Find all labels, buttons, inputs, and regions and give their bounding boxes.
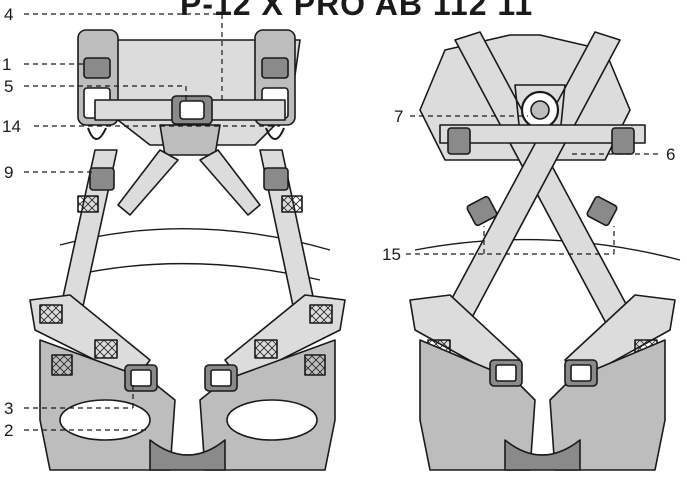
- front-right-stitch-3: [254, 339, 278, 359]
- front-left-adjuster: [89, 167, 115, 191]
- callout-5: 5: [4, 77, 14, 96]
- back-seat: [504, 439, 581, 471]
- front-body-curve-2: [74, 262, 321, 281]
- front-inner-left-strap: [117, 149, 179, 216]
- front-left-hook: [87, 127, 107, 140]
- front-left-leg-buckle-inner: [130, 369, 152, 387]
- front-right-stitch-2: [309, 304, 333, 324]
- front-right-stitch-1: [281, 195, 303, 213]
- front-view: [29, 29, 346, 471]
- callout-4: 4: [4, 5, 14, 24]
- back-left-side-buckle: [447, 127, 471, 155]
- front-sternal-plate: [159, 124, 221, 156]
- back-waist-belt: [439, 124, 646, 144]
- back-right-leg-buckle-inner: [570, 364, 592, 382]
- back-dorsal-ring-inner: [530, 100, 550, 120]
- callout-9: 9: [4, 163, 14, 182]
- front-right-leg-buckle-inner: [210, 369, 232, 387]
- back-left-adjuster: [466, 195, 498, 227]
- callout-2: 2: [4, 421, 14, 440]
- front-left-stitch-4: [51, 354, 73, 376]
- callout-6: 6: [666, 145, 676, 164]
- front-seat: [149, 439, 226, 471]
- callout-14: 14: [2, 117, 21, 136]
- front-chest-buckle-inner: [179, 100, 205, 120]
- back-view: [409, 31, 681, 471]
- front-right-leg-opening: [226, 399, 318, 441]
- callout-1: 1: [2, 55, 12, 74]
- back-right-adjuster: [586, 195, 618, 227]
- page-title: P-12 X PRO AB 112 11: [180, 0, 534, 22]
- front-right-hook: [265, 127, 285, 140]
- front-inner-right-strap: [199, 149, 261, 216]
- callout-15: 15: [382, 245, 401, 264]
- front-left-stitch-2: [39, 304, 63, 324]
- back-right-side-buckle: [611, 127, 635, 155]
- front-right-adjuster: [263, 167, 289, 191]
- front-left-buckle-top: [83, 57, 111, 79]
- callout-3: 3: [4, 399, 14, 418]
- callout-7: 7: [394, 107, 404, 126]
- back-body-curve: [414, 238, 681, 261]
- leader-lines: [24, 13, 662, 431]
- front-right-buckle-top: [261, 57, 289, 79]
- front-left-stitch-1: [77, 195, 99, 213]
- front-right-stitch-4: [304, 354, 326, 376]
- back-left-leg-buckle-inner: [495, 364, 517, 382]
- front-left-stitch-3: [94, 339, 118, 359]
- front-left-leg-opening: [59, 399, 151, 441]
